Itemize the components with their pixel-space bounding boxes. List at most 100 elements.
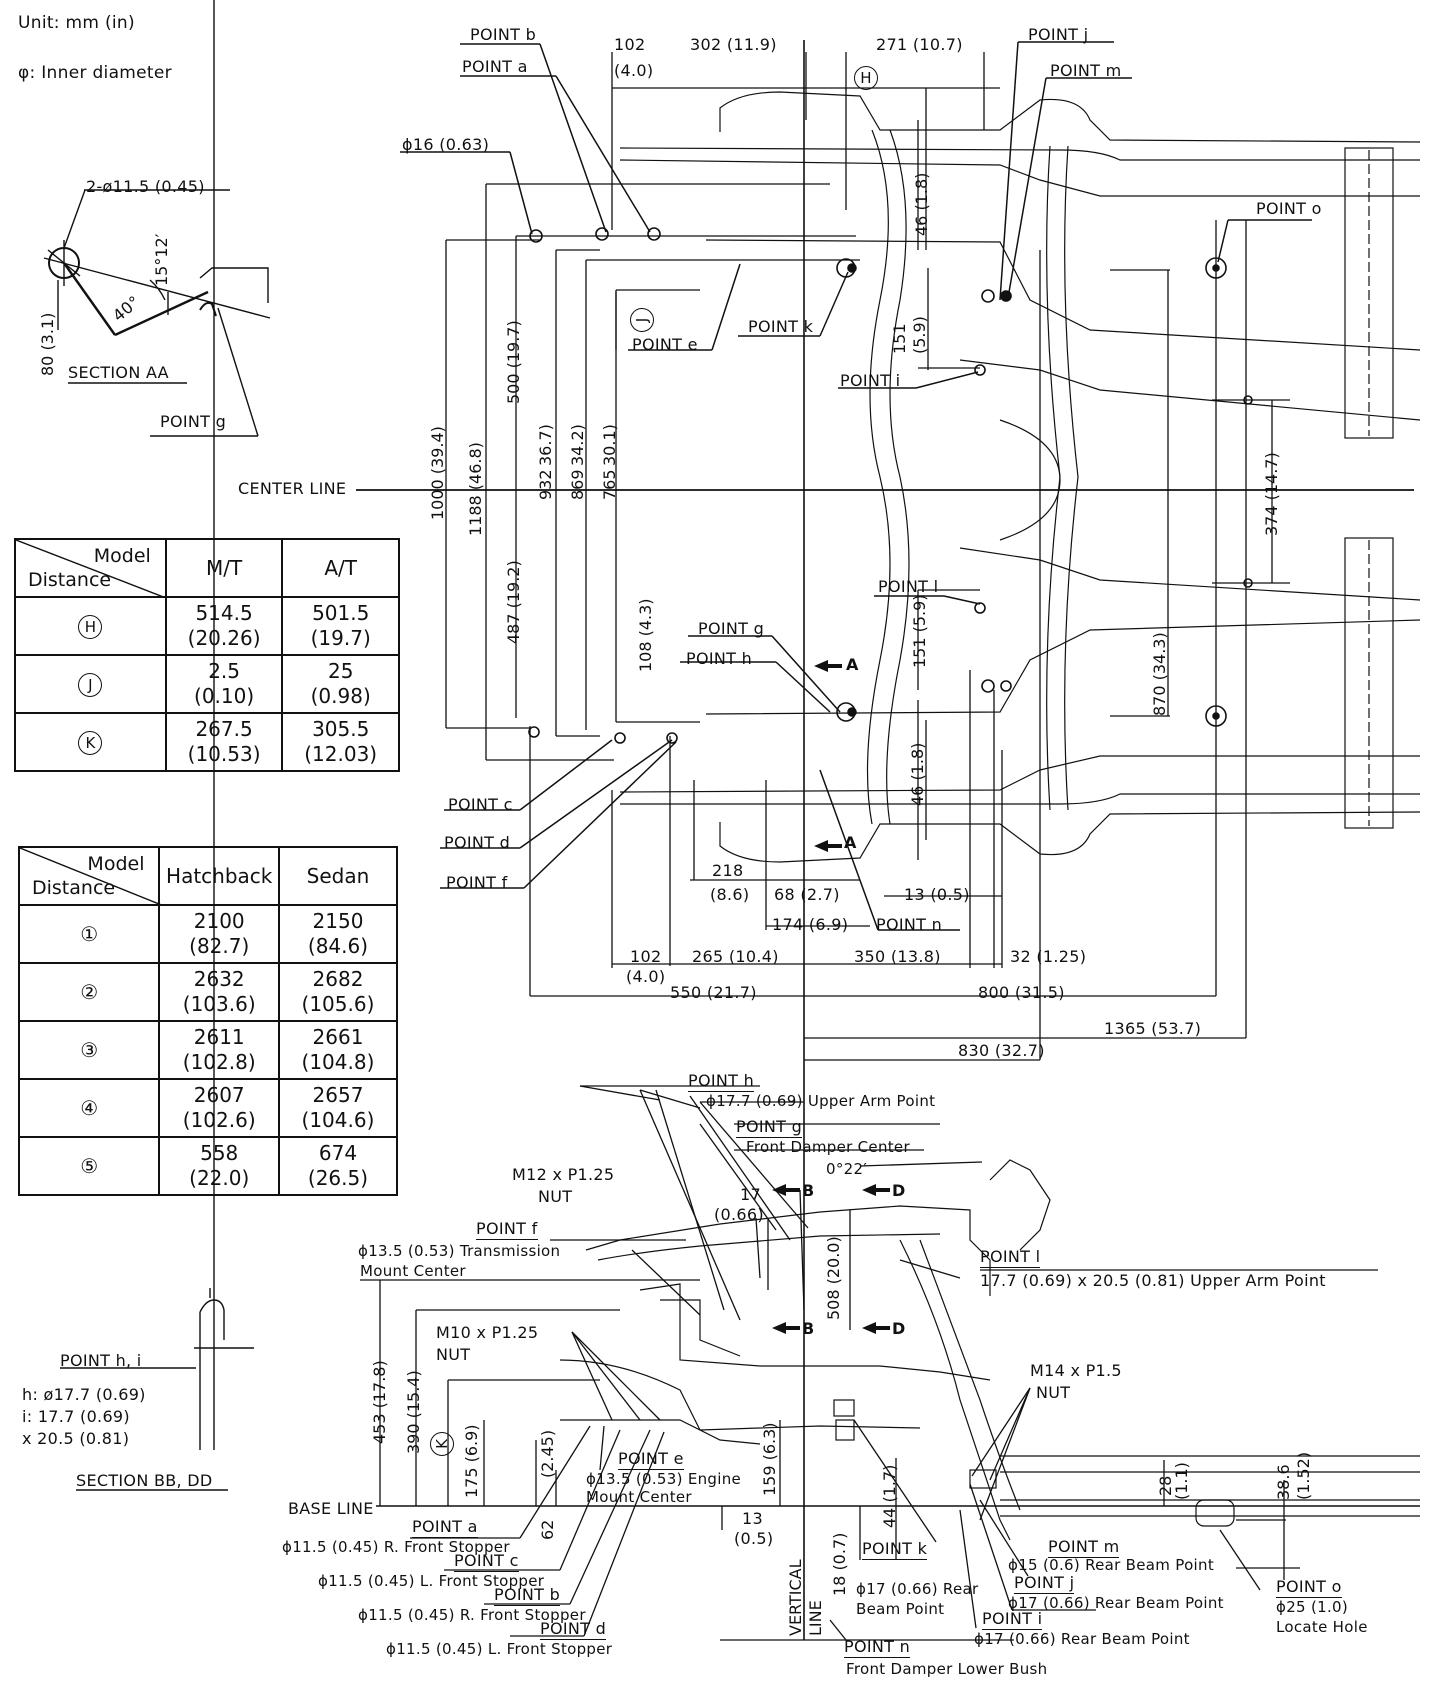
label-point-k: POINT k xyxy=(748,317,814,336)
side-point-c-desc: ϕ11.5 (0.45) L. Front Stopper xyxy=(318,1572,545,1590)
cell: (104.6) xyxy=(301,1108,375,1132)
side-angle: 0°22′ xyxy=(826,1160,868,1178)
dim-32: 32 (1.25) xyxy=(1010,947,1087,966)
bb-title: SECTION BB, DD xyxy=(76,1471,213,1490)
side-point-a: POINT a xyxy=(412,1517,478,1538)
side-point-e-desc2: Mount Center xyxy=(586,1488,692,1506)
cell: (10.53) xyxy=(187,742,261,766)
side-point-m-desc: ϕ15 (0.6) Rear Beam Point xyxy=(1008,1556,1215,1574)
dim-151a-in: (5.9) xyxy=(910,316,929,354)
side-point-d: POINT d xyxy=(540,1619,607,1640)
side-nut3: NUT xyxy=(1036,1383,1071,1402)
side-dim-159: 159 (6.3) xyxy=(760,1422,779,1496)
side-point-c: POINT c xyxy=(454,1551,519,1572)
side-m12: M12 x P1.25 xyxy=(512,1165,615,1184)
dim-1188: 1188 (46.8) xyxy=(466,442,485,536)
section-d-mark-1: D xyxy=(892,1181,906,1200)
phi-note: φ: Inner diameter xyxy=(18,63,172,83)
label-point-j: POINT j xyxy=(1028,25,1089,44)
dim-271: 271 (10.7) xyxy=(876,35,963,54)
side-point-n: POINT n xyxy=(844,1637,911,1658)
dim-218: 218 xyxy=(712,861,744,880)
side-point-h: POINT h xyxy=(688,1071,755,1092)
key-3: ③ xyxy=(17,1020,161,1080)
center-line-label: CENTER LINE xyxy=(238,479,347,498)
aa-angle1: 15°12′ xyxy=(152,233,171,286)
table2-model-header: Model xyxy=(87,853,145,875)
section-b-mark-2: B xyxy=(802,1319,815,1338)
dim-265: 265 (10.4) xyxy=(692,947,779,966)
dim-102b-in: (4.0) xyxy=(626,967,666,986)
key-k: K xyxy=(78,731,103,755)
side-point-f: POINT f xyxy=(476,1219,538,1240)
label-point-e: POINT e xyxy=(632,335,698,354)
cell: 2100 xyxy=(193,909,245,933)
side-dim-62: 62 xyxy=(538,1519,557,1540)
side-point-j-desc: ϕ17 (0.66) Rear Beam Point xyxy=(1008,1594,1224,1612)
table2-corner: Model Distance xyxy=(17,846,164,906)
side-point-g: POINT g xyxy=(736,1117,803,1138)
key-h-plan: H xyxy=(854,66,878,90)
bb-h: h: ø17.7 (0.69) xyxy=(22,1385,146,1404)
cell: (0.98) xyxy=(310,684,371,708)
dim-1365: 1365 (53.7) xyxy=(1104,1019,1202,1038)
cell: (84.6) xyxy=(307,934,369,958)
table2-row: ⑤ 558(22.0) 674(26.5) xyxy=(17,1136,399,1196)
label-point-g: POINT g xyxy=(698,619,765,638)
section-a-mark-2: A xyxy=(844,833,857,852)
side-point-a-desc: ϕ11.5 (0.45) R. Front Stopper xyxy=(282,1538,510,1556)
dim-36-7: 36.7) xyxy=(536,424,555,466)
side-dim-44: 44 (1.7) xyxy=(880,1464,899,1528)
cell: (19.7) xyxy=(310,626,371,650)
underbody-plan-outline xyxy=(619,91,1421,863)
side-point-f-desc1: ϕ13.5 (0.53) Transmission xyxy=(358,1242,561,1260)
plan-point-markers xyxy=(528,227,1253,744)
cell: 2682 xyxy=(312,967,364,991)
side-m10: M10 x P1.25 xyxy=(436,1323,539,1342)
table1-col-at: A/T xyxy=(281,538,400,598)
aa-point: POINT g xyxy=(160,412,227,431)
cell: 25 xyxy=(327,659,354,683)
label-point-h: POINT h xyxy=(686,649,753,668)
dim-487: 487 (19.2) xyxy=(504,560,523,644)
table1-model-header: Model xyxy=(93,545,151,567)
label-point-o: POINT o xyxy=(1256,199,1322,218)
cell: (102.8) xyxy=(182,1050,256,1074)
plan-dimension-lines xyxy=(356,40,1414,1640)
side-elevation-outline xyxy=(559,1159,1420,1541)
dim-1000: 1000 (39.4) xyxy=(428,426,447,520)
label-point-n: POINT n xyxy=(876,915,943,934)
cell: 2.5 xyxy=(208,659,240,683)
side-dim-1-1: (1.1) xyxy=(1172,1462,1191,1500)
dim-550: 550 (21.7) xyxy=(670,983,757,1002)
side-m14: M14 x P1.5 xyxy=(1030,1361,1122,1380)
side-point-o: POINT o xyxy=(1276,1577,1342,1598)
side-dim-17-in: (0.66) xyxy=(714,1205,764,1224)
aa-hole-label: 2-ø11.5 (0.45) xyxy=(86,177,205,196)
dim-932: 932 xyxy=(536,469,555,500)
line-label: LINE xyxy=(806,1600,825,1636)
label-point-d: POINT d xyxy=(444,833,511,852)
cell: 501.5 xyxy=(312,601,370,625)
side-dim-13-in: (0.5) xyxy=(734,1529,774,1548)
cell: (103.6) xyxy=(182,992,256,1016)
label-point-m: POINT m xyxy=(1050,61,1122,80)
dim-830: 830 (32.7) xyxy=(958,1041,1045,1060)
key-j: J xyxy=(78,673,103,697)
base-line-label: BASE LINE xyxy=(288,1499,374,1518)
table2-row: ③ 2611(102.8) 2661(104.8) xyxy=(17,1020,399,1080)
dim-174: 174 (6.9) xyxy=(772,915,849,934)
dim-800: 800 (31.5) xyxy=(978,983,1065,1002)
side-dim-390: 390 (15.4) xyxy=(404,1370,423,1454)
side-point-e-desc1: ϕ13.5 (0.53) Engine xyxy=(586,1470,742,1488)
side-point-l-desc: 17.7 (0.69) x 20.5 (0.81) Upper Arm Poin… xyxy=(980,1271,1326,1290)
key-h: H xyxy=(78,615,103,639)
transmission-table: Model Distance M/T A/T H 514.5(20.26) 50… xyxy=(14,538,400,772)
table1-row: J 2.5(0.10) 25(0.98) xyxy=(14,654,400,714)
key-2: ② xyxy=(17,962,161,1022)
label-point-c: POINT c xyxy=(448,795,513,814)
cell: (12.03) xyxy=(304,742,378,766)
dim-102-in: (4.0) xyxy=(614,61,654,80)
cell: 2632 xyxy=(193,967,245,991)
dim-302: 302 (11.9) xyxy=(690,35,777,54)
